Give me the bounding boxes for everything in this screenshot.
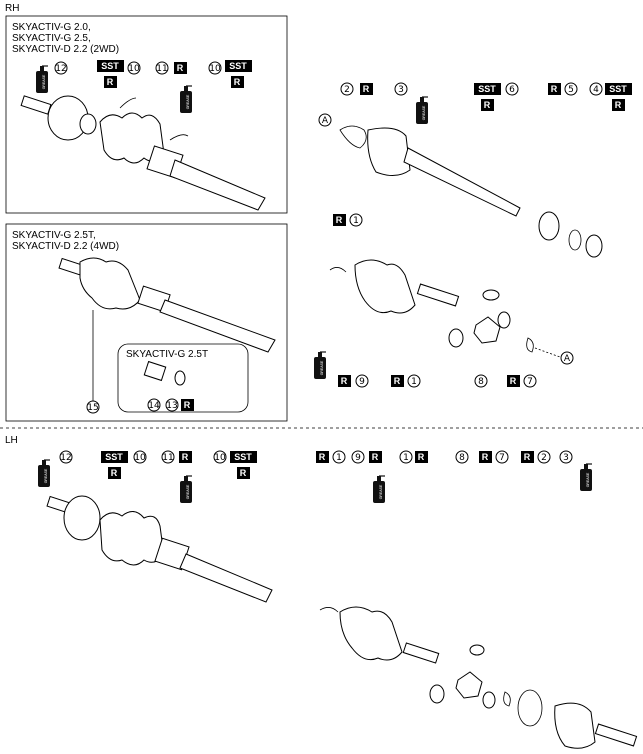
- box2-line-2: SKYACTIV-D 2.2 (4WD): [12, 241, 119, 252]
- callout-3-lh: 3: [563, 453, 569, 463]
- grease-icon-9-lh: [372, 475, 386, 504]
- r-tag-2-lh: R: [524, 452, 531, 462]
- r-tag-1-rh-bottom: R: [394, 376, 401, 386]
- r-tag-4-rh: R: [615, 100, 622, 110]
- rh-exploded-drawing: [329, 125, 603, 353]
- r-tag-11-lh: R: [182, 452, 189, 462]
- variant-box-4wd: [5, 223, 288, 422]
- section-rh-label: RH: [5, 3, 19, 14]
- callout-11-rh1: 11: [156, 64, 167, 74]
- sst-tag-10a-rh1: SST: [101, 61, 119, 71]
- callout-2-lh: 2: [541, 453, 547, 463]
- r-tag-10b-rh1: R: [234, 77, 241, 87]
- sst-tag-10b-rh1: SST: [229, 61, 247, 71]
- lh-exploded-drawing: [319, 606, 638, 749]
- shaft-2wd-drawing: [20, 95, 266, 211]
- callout-15: 15: [87, 403, 98, 413]
- r-tag-1-rh-top: R: [336, 215, 343, 225]
- callout-1-rh-bottom: 1: [411, 377, 417, 387]
- callout-10a-lh: 10: [134, 453, 146, 463]
- r-tag-1a-lh: R: [319, 452, 326, 462]
- r-tag-5-rh: R: [551, 84, 558, 94]
- grease-icon-3-lh: [579, 463, 593, 492]
- callout-7-lh: 7: [499, 453, 505, 463]
- r-tag-13: R: [184, 400, 191, 410]
- r-tag-6-rh: R: [484, 100, 491, 110]
- sst-tag-10b-lh: SST: [234, 452, 252, 462]
- callout-10b-lh: 10: [214, 453, 226, 463]
- callout-1-rh-top: 1: [353, 216, 359, 226]
- r-tag-10a-lh: R: [111, 468, 118, 478]
- ref-a-rh-bottom: A: [564, 354, 571, 364]
- callout-9-rh: 9: [359, 377, 365, 387]
- shaft-4wd-drawing: [58, 257, 276, 353]
- box1-line-2: SKYACTIV-G 2.5,: [12, 33, 91, 44]
- callout-6-rh: 6: [509, 85, 515, 95]
- r-tag-9-lh: R: [372, 452, 379, 462]
- grease-icon-11-lh: [179, 475, 193, 504]
- r-tag-9-rh: R: [341, 376, 348, 386]
- grease-icon-9-rh: [313, 351, 327, 380]
- callout-11-lh: 11: [162, 453, 173, 463]
- callout-1b-lh: 1: [403, 453, 409, 463]
- sub-variant-label: SKYACTIV-G 2.5T: [126, 349, 208, 360]
- r-tag-7-lh: R: [482, 452, 489, 462]
- r-tag-2-rh: R: [363, 84, 370, 94]
- box1-line-1: SKYACTIV-G 2.0,: [12, 22, 91, 33]
- box1-line-3: SKYACTIV-D 2.2 (2WD): [12, 44, 119, 55]
- r-tag-11-rh1: R: [177, 63, 184, 73]
- callout-1a-lh: 1: [336, 453, 342, 463]
- section-lh-label: LH: [5, 435, 18, 446]
- sst-tag-6-rh: SST: [478, 84, 496, 94]
- grease-icon-12-rh1: [35, 65, 49, 94]
- sst-tag-4-rh: SST: [609, 84, 627, 94]
- callout-12-rh1: 12: [55, 64, 66, 74]
- callout-14: 14: [148, 401, 160, 411]
- grease-icon-3-rh: [415, 96, 429, 125]
- callout-7-rh: 7: [527, 377, 533, 387]
- grease-icon-11-rh1: [179, 85, 193, 114]
- callout-10a-rh1: 10: [128, 64, 140, 74]
- callout-9-lh: 9: [355, 453, 361, 463]
- grease-icon-12-lh: [37, 459, 51, 488]
- r-tag-7-rh: R: [510, 376, 517, 386]
- callout-8-rh: 8: [478, 377, 484, 387]
- callout-3-rh: 3: [398, 85, 404, 95]
- lh-shaft-drawing: [46, 495, 273, 603]
- box2-line-1: SKYACTIV-G 2.5T,: [12, 230, 96, 241]
- r-tag-1b-lh: R: [418, 452, 425, 462]
- variant-box-2wd: [5, 15, 288, 214]
- callout-5-rh: 5: [568, 85, 574, 95]
- r-tag-10b-lh: R: [240, 468, 247, 478]
- ref-a-rh-top: A: [322, 116, 329, 126]
- callout-12-lh: 12: [60, 453, 71, 463]
- callout-2-rh: 2: [344, 85, 350, 95]
- callout-13: 13: [166, 401, 177, 411]
- callout-10b-rh1: 10: [209, 64, 221, 74]
- sst-tag-10a-lh: SST: [105, 452, 123, 462]
- r-tag-10a-rh1: R: [107, 77, 114, 87]
- callout-4-rh: 4: [593, 85, 599, 95]
- callout-8-lh: 8: [459, 453, 465, 463]
